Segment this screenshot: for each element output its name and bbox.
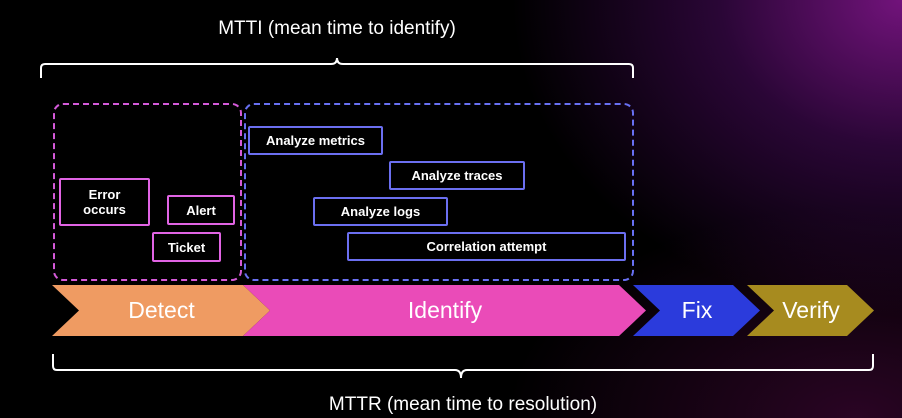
phase-detect-label: Detect bbox=[128, 297, 195, 323]
phase-detect: Detect bbox=[52, 285, 271, 336]
phase-verify: Verify bbox=[747, 285, 875, 336]
alert-box: Alert bbox=[167, 195, 235, 225]
identify-group bbox=[244, 103, 634, 281]
mttr-label: MTTR (mean time to resolution) bbox=[328, 394, 598, 415]
detect-chevron-shape bbox=[52, 285, 270, 336]
detect-group bbox=[53, 103, 242, 281]
mtti-brace bbox=[40, 57, 634, 78]
error-occurs-box: Error occurs bbox=[59, 178, 150, 226]
identify-chevron-shape bbox=[243, 285, 646, 336]
phase-fix-label: Fix bbox=[681, 297, 713, 323]
mttr-brace bbox=[52, 354, 874, 379]
mtti-label: MTTI (mean time to identify) bbox=[218, 18, 456, 39]
analyze-traces-box: Analyze traces bbox=[389, 161, 525, 190]
phase-fix: Fix bbox=[633, 285, 761, 336]
analyze-logs-box: Analyze logs bbox=[313, 197, 448, 226]
ticket-box: Ticket bbox=[152, 232, 221, 262]
phase-identify-label: Identify bbox=[407, 297, 483, 323]
fix-chevron-shape bbox=[633, 285, 760, 336]
correlation-attempt-box: Correlation attempt bbox=[347, 232, 626, 261]
analyze-metrics-box: Analyze metrics bbox=[248, 126, 383, 155]
phase-verify-label: Verify bbox=[782, 297, 840, 323]
verify-chevron-shape bbox=[747, 285, 874, 336]
phase-identify: Identify bbox=[243, 285, 647, 336]
